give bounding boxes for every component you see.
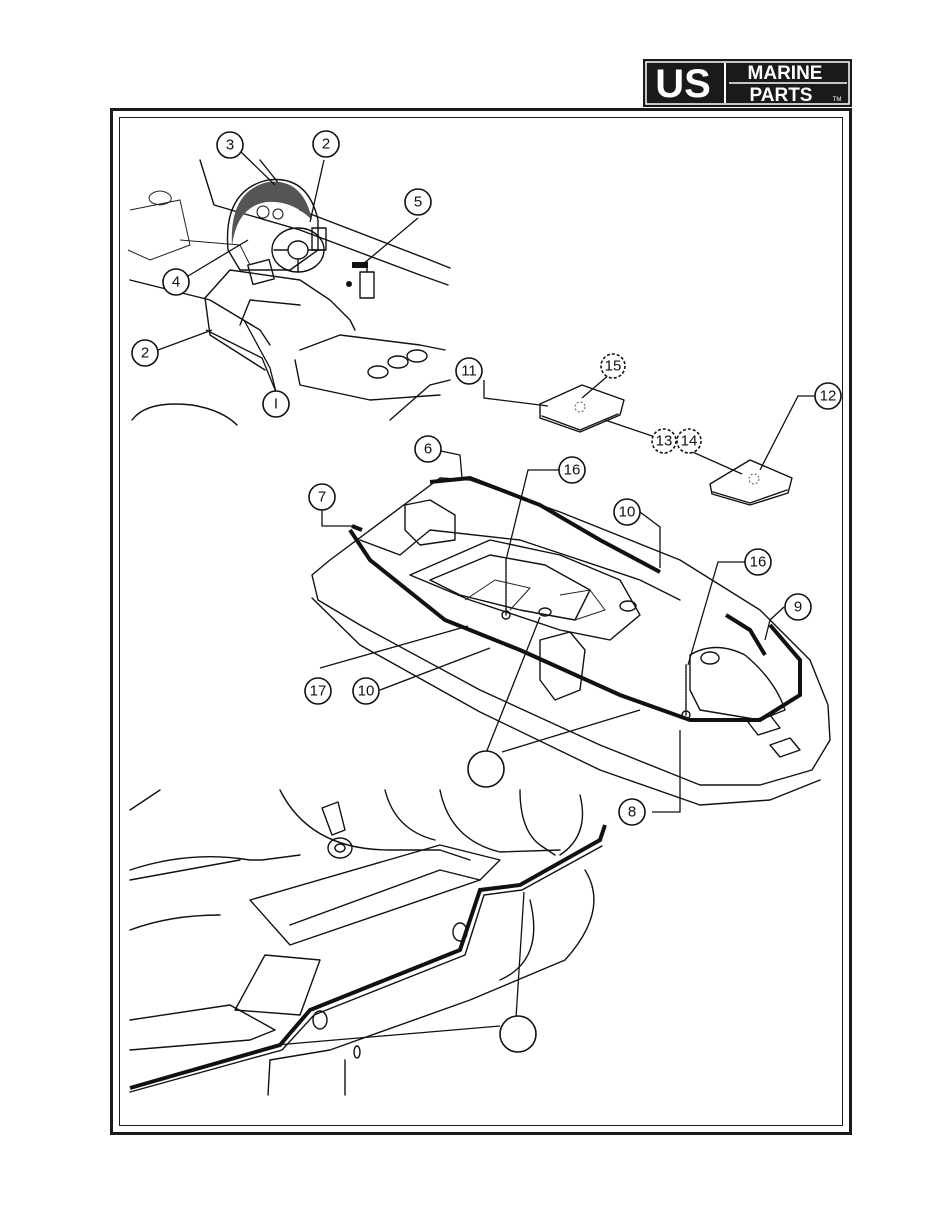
callout-7: 7	[308, 483, 336, 511]
callout-12: 12	[814, 382, 842, 410]
svg-text:15: 15	[605, 358, 622, 375]
svg-text:7: 7	[318, 489, 326, 506]
callout-8: 8	[618, 798, 646, 826]
callout-4: 4	[162, 268, 190, 296]
callout-10-bottom: 10	[352, 677, 380, 705]
svg-text:14: 14	[681, 433, 698, 450]
svg-text:17: 17	[310, 683, 327, 700]
svg-text:10: 10	[358, 683, 375, 700]
diagram-frame-inner	[119, 117, 843, 1126]
svg-text:10: 10	[619, 504, 636, 521]
svg-text:4: 4	[172, 274, 180, 291]
callout-1: I	[262, 390, 290, 418]
callout-2-top: 2	[312, 130, 340, 158]
svg-text:2: 2	[322, 136, 330, 153]
callout-3: 3	[216, 131, 244, 159]
svg-text:16: 16	[564, 462, 581, 479]
callout-blank-upper	[467, 750, 505, 788]
callout-2-left: 2	[131, 339, 159, 367]
svg-text:13: 13	[656, 433, 673, 450]
svg-text:12: 12	[820, 388, 837, 405]
leader-lines	[157, 151, 816, 1046]
callout-6: 6	[414, 435, 442, 463]
logo-line1: MARINE	[748, 63, 823, 84]
logo-tm: TM	[833, 97, 842, 103]
svg-text:9: 9	[794, 599, 802, 616]
hatch-covers-drawing	[539, 384, 793, 506]
svg-text:8: 8	[628, 804, 636, 821]
callout-14: 14	[676, 428, 702, 454]
callout-15: 15	[600, 353, 626, 379]
diagram-frame	[110, 108, 852, 1135]
dashboard-inset-drawing	[127, 159, 451, 426]
callout-13: 13	[651, 428, 677, 454]
hull-drawing	[311, 475, 831, 806]
logo-line2: PARTS	[750, 85, 813, 106]
svg-text:11: 11	[461, 363, 477, 380]
logo-graphic: US MARINE PARTS TM	[643, 59, 852, 107]
callout-5: 5	[404, 188, 432, 216]
svg-text:2: 2	[141, 345, 149, 362]
callout-blank-lower	[499, 1015, 537, 1053]
svg-text:6: 6	[424, 441, 432, 458]
callout-9: 9	[784, 593, 812, 621]
callout-10-top: 10	[613, 498, 641, 526]
svg-text:5: 5	[414, 194, 422, 211]
callout-11: 11	[455, 357, 483, 385]
trim-detail-inset-drawing	[129, 789, 607, 1096]
svg-text:16: 16	[750, 554, 767, 571]
us-marine-parts-logo: US MARINE PARTS TM	[643, 59, 852, 107]
svg-text:3: 3	[226, 137, 234, 154]
callout-16-right: 16	[744, 548, 772, 576]
callout-17: 17	[304, 677, 332, 705]
logo-letters: US	[655, 62, 711, 106]
callout-16-center: 16	[558, 456, 586, 484]
svg-text:I: I	[274, 396, 278, 413]
